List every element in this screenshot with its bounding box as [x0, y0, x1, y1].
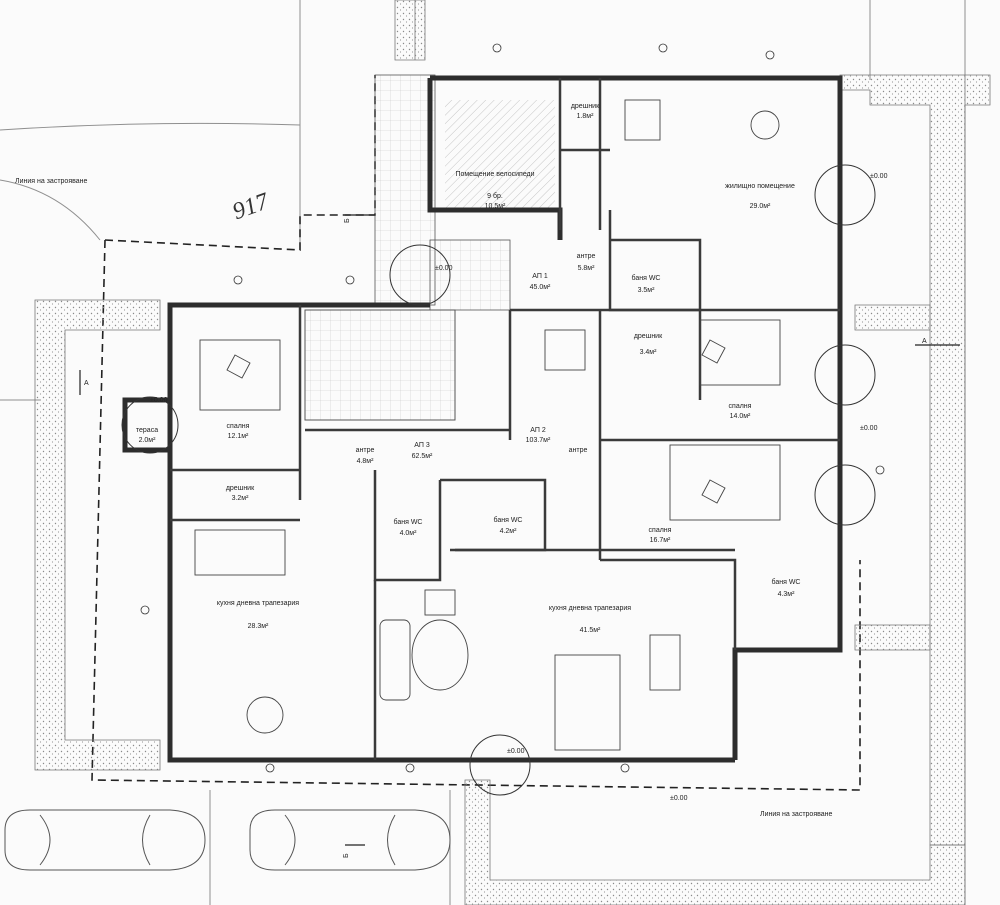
room-name: дрешник	[634, 333, 663, 340]
room-name: баня WC	[771, 578, 800, 586]
boundary-note-top: Линия на застрояване	[15, 178, 88, 185]
room-name: спалня	[649, 527, 672, 534]
room-name: антре	[577, 253, 596, 260]
room-name: тераса	[136, 427, 158, 434]
room-name: кухня дневна трапезария	[217, 600, 299, 607]
level-front-2: ±0.00	[435, 265, 453, 272]
room-area: 3.4м²	[640, 349, 658, 356]
room-name: жилищно помещение	[725, 183, 795, 190]
level-right-2: ±0.00	[860, 425, 878, 432]
pavement-frames	[34, 0, 991, 905]
room-name: антре	[569, 447, 588, 454]
entry-grid	[429, 239, 511, 311]
room-name: антре	[356, 447, 375, 454]
room-area: 4.0м²	[400, 530, 418, 537]
section-mark-a-left: A	[84, 380, 89, 387]
level-right-1: ±0.00	[870, 173, 888, 180]
room-area: 4.3м²	[778, 591, 796, 598]
stair-upper	[374, 74, 436, 306]
room-name: АП 2	[530, 427, 546, 434]
room-name: дрешник	[571, 103, 600, 110]
level-entry: ±0.00	[507, 748, 525, 755]
room-area: 16.7м²	[650, 537, 671, 544]
level-terrace: ±0.00	[150, 397, 168, 404]
room-area: 1.8м²	[577, 113, 595, 120]
boundary-note-bottom: Линия на застрояване	[760, 811, 833, 818]
room-area: 45.0м²	[530, 284, 551, 291]
room-name: дрешник	[226, 485, 255, 492]
section-mark-a-right: A	[922, 338, 927, 345]
room-area: 2.0м²	[139, 437, 157, 444]
parcel-number: 917	[229, 188, 273, 225]
room-area: 5.8м²	[578, 265, 596, 272]
stair-core	[304, 309, 456, 421]
room-area: 14.0м²	[730, 413, 751, 420]
room-name: баня WC	[393, 518, 422, 526]
grid-markers	[140, 43, 885, 773]
room-name: АП 1	[532, 273, 548, 280]
room-area: 4.8м²	[357, 458, 375, 465]
room-area: 62.5м²	[412, 453, 433, 460]
level-front: ±0.00	[670, 795, 688, 802]
room-area: 28.3м²	[248, 623, 269, 630]
level-marks: ±0.00 ±0.00 ±0.00 ±0.00 ±0.00 ±0.00	[150, 173, 888, 802]
furniture	[194, 99, 781, 751]
room-name: кухня дневна трапезария	[549, 605, 631, 612]
room-name: баня WC	[631, 274, 660, 282]
section-mark-b-bottom: Б	[343, 853, 350, 858]
section-mark-b-top: Б	[344, 218, 351, 223]
room-area: 10.5м²	[485, 203, 506, 210]
bike-room-hatch	[445, 100, 555, 210]
room-labels: Помещение велосипеди 9 бр. 10.5м² дрешни…	[136, 103, 801, 634]
room-extra: 9 бр.	[487, 192, 503, 200]
room-area: 12.1м²	[228, 433, 249, 440]
interior-walls	[170, 78, 840, 760]
room-area: 29.0м²	[750, 203, 771, 210]
parked-cars	[4, 809, 451, 871]
room-name: баня WC	[493, 516, 522, 524]
room-name: спалня	[227, 423, 250, 430]
room-name: Помещение велосипеди	[455, 171, 534, 178]
room-name: АП 3	[414, 442, 430, 449]
room-area: 41.5м²	[580, 627, 601, 634]
section-arrows	[79, 214, 960, 846]
bay-windows	[121, 164, 876, 796]
room-area: 3.5м²	[638, 287, 656, 294]
room-area: 3.2м²	[232, 495, 250, 502]
room-area: 4.2м²	[500, 528, 518, 535]
room-area: 103.7м²	[526, 437, 551, 444]
room-name: спалня	[729, 403, 752, 410]
